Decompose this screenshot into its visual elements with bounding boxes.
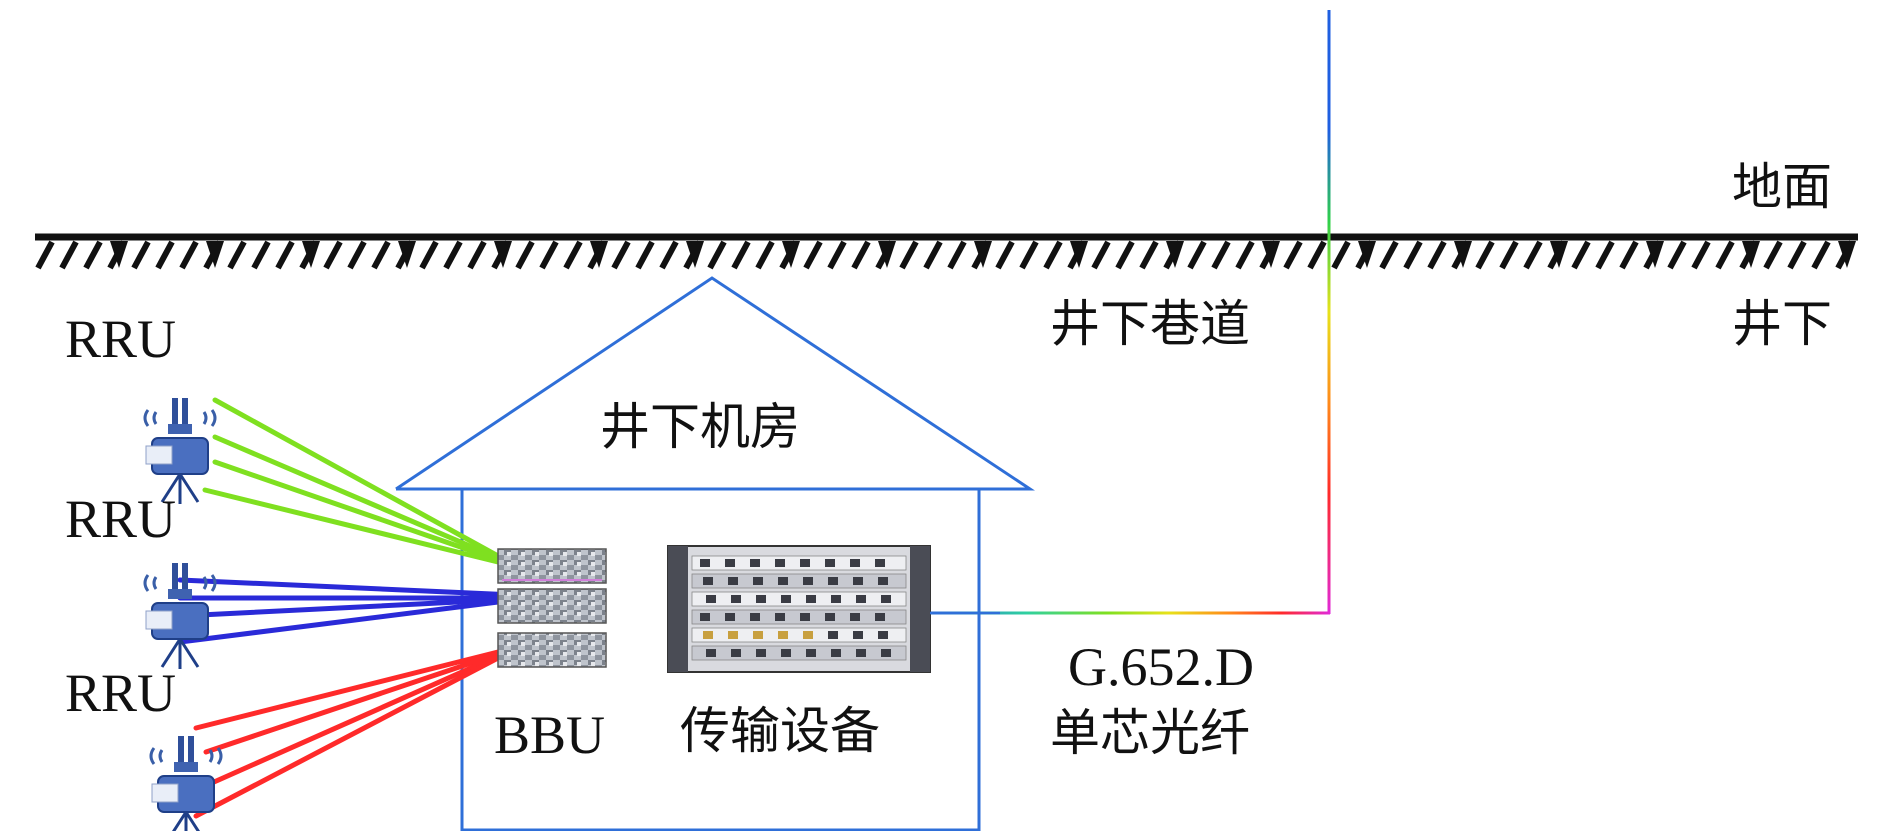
tunnel-label: 井下巷道 [1050,295,1250,353]
rru-links-blue [177,577,541,645]
fiber-type-label: 单芯光纤 [1050,704,1250,762]
fiber-model-label: G.652.D [1068,637,1254,697]
underground-label: 井下 [1732,295,1832,353]
bbu-label: BBU [494,705,606,765]
bbu-rack-icon [497,548,607,668]
rru-label-2: RRU [65,489,177,549]
rru-label-1: RRU [65,309,177,369]
rru-links-green [202,397,501,565]
rru-label-3: RRU [65,663,177,723]
transmission-label: 传输设备 [680,702,880,760]
machine-room-label: 井下机房 [600,398,800,456]
rru-antenna-icon [149,734,223,831]
ground-label: 地面 [1732,158,1832,216]
fiber-vertical [1327,10,1331,614]
ground-hatching-marks [110,241,1856,268]
transmission-equipment-icon [667,545,931,673]
rru-links-red [193,649,501,819]
ground-surface [35,233,1858,270]
fiber-horizontal [925,611,1330,615]
fiber-route [925,10,1331,615]
